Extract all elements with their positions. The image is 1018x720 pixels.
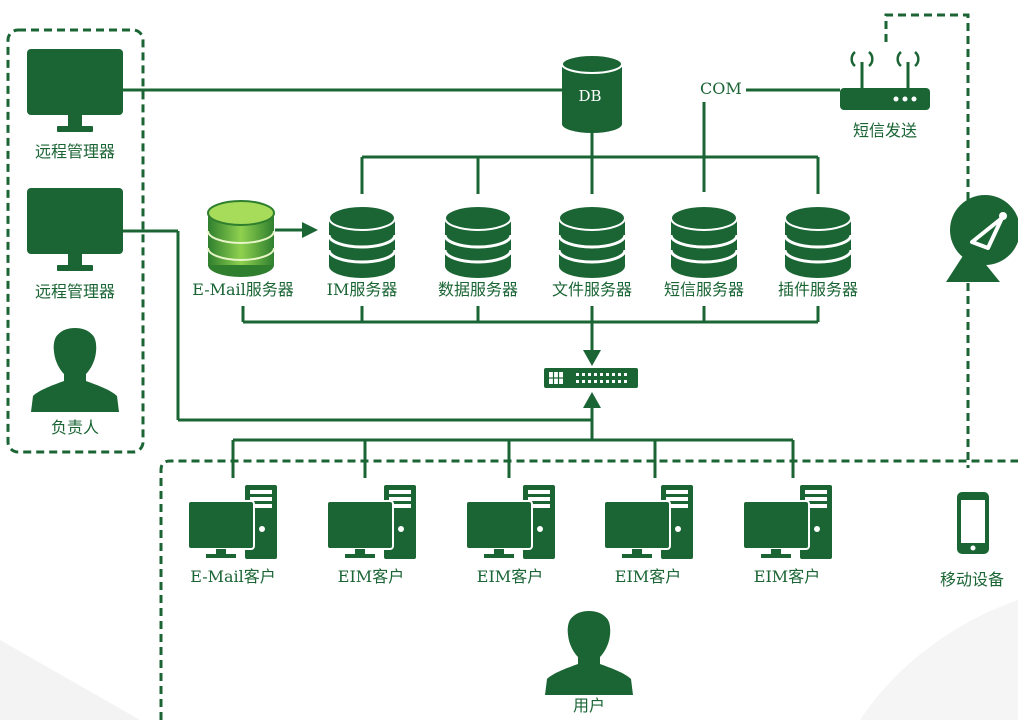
email-server-icon	[207, 200, 275, 277]
network-switch-icon	[544, 368, 638, 388]
com-label: COM	[700, 79, 742, 98]
user-label: 用户	[572, 696, 606, 715]
responsible-person-label: 负责人	[50, 418, 100, 437]
eim-client-label: EIM客户	[476, 567, 544, 586]
file-server-label: 文件服务器	[551, 280, 633, 299]
eim-client-label: EIM客户	[753, 567, 821, 586]
eim-client-label: EIM客户	[614, 567, 682, 586]
db-cylinder-icon	[561, 54, 623, 133]
remote-manager-label: 远程管理器	[34, 142, 116, 161]
im-server-icon	[327, 204, 397, 280]
responsible-person-icon	[31, 328, 119, 412]
email-server-label: E-Mail服务器	[192, 280, 294, 299]
email-client-computer-icon	[187, 484, 278, 560]
remote-manager-monitor-icon	[27, 49, 123, 132]
user-icon	[545, 611, 633, 695]
file-server-icon	[557, 204, 627, 280]
arrow-to-im	[302, 222, 318, 238]
wireless-dashed-link	[884, 13, 970, 468]
im-server-label: IM服务器	[326, 280, 398, 299]
eim-client-computer-icon	[465, 484, 556, 560]
mobile-device-label: 移动设备	[939, 570, 1005, 589]
router-icon	[840, 51, 930, 110]
remote-manager-label: 远程管理器	[34, 282, 116, 301]
eim-client-label: EIM客户	[337, 567, 405, 586]
arrow-to-switch	[583, 350, 601, 366]
data-server-label: 数据服务器	[437, 280, 519, 299]
background-shape	[860, 600, 1018, 720]
user-dashed-region	[159, 459, 1018, 720]
plugin-server-icon	[783, 204, 853, 280]
email-client-label: E-Mail客户	[190, 567, 276, 586]
sms-server-label: 短信服务器	[663, 280, 745, 299]
arrow-from-clients	[583, 392, 601, 408]
sms-sender-label: 短信发送	[852, 121, 918, 140]
eim-client-computer-icon	[742, 484, 833, 560]
connection-lines	[122, 88, 840, 478]
background-shape	[0, 640, 140, 720]
satellite-dish-icon	[946, 195, 1018, 282]
sms-server-icon	[669, 204, 739, 280]
db-label: DB	[578, 87, 602, 105]
remote-manager-monitor-icon	[27, 188, 123, 271]
admin-dashed-region	[6, 28, 145, 454]
data-server-icon	[443, 204, 513, 280]
plugin-server-label: 插件服务器	[777, 280, 859, 299]
eim-client-computer-icon	[603, 484, 694, 560]
mobile-phone-icon	[957, 492, 989, 554]
eim-client-computer-icon	[326, 484, 417, 560]
